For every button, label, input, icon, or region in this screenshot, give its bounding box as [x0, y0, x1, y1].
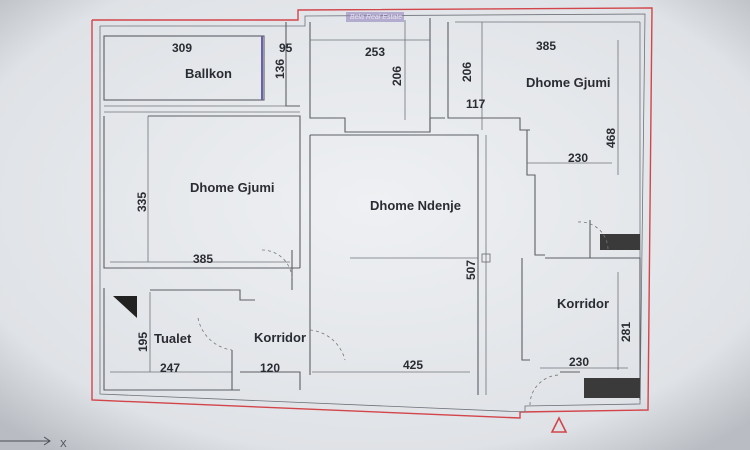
- room-label-ballkon: Ballkon: [185, 66, 232, 81]
- wall-line: [447, 22, 530, 131]
- wall-line: [545, 257, 641, 400]
- dim-small-gap: 95: [279, 41, 293, 55]
- entrance-marker: [550, 416, 568, 433]
- toilet-fixture: [113, 296, 137, 318]
- room-label-bedroom-left: Dhome Gjumi: [190, 180, 275, 195]
- wall-line: [103, 116, 300, 269]
- room-label-bedroom-right: Dhome Gjumi: [526, 75, 611, 90]
- balcony-outline: [103, 35, 265, 101]
- dim-bedroom-right-width: 385: [536, 39, 556, 53]
- room-label-living: Dhome Ndenje: [370, 198, 461, 213]
- wall-line: [521, 258, 530, 361]
- dim-bedroom-right-inner-width: 230: [568, 151, 588, 165]
- watermark-bg: [346, 12, 404, 22]
- dim-bedroom-left-width: 385: [193, 252, 213, 266]
- wall-line: [310, 134, 479, 395]
- door-swing: [529, 374, 561, 406]
- dim-bedroom-right-height: 468: [604, 128, 618, 148]
- door-swing: [197, 317, 233, 351]
- wall-line: [240, 371, 301, 390]
- wall-line: [103, 288, 240, 391]
- dim-corridor-right-height: 281: [619, 322, 633, 342]
- column-marker: [481, 253, 491, 263]
- watermark: Bela Real Estate: [350, 14, 402, 21]
- room-label-corridor-right: Korridor: [557, 296, 609, 311]
- room-label-toilet: Tualet: [154, 331, 192, 346]
- dim-small-height: 136: [273, 59, 287, 79]
- dim-living-height: 507: [464, 260, 478, 280]
- dim-top-right-height: 206: [460, 62, 474, 82]
- dim-corridor-right-width: 230: [569, 355, 589, 369]
- outer-boundary: [91, 7, 653, 419]
- dim-toilet-width: 247: [160, 361, 180, 375]
- axis-label: X: [60, 439, 67, 450]
- wall-line: [285, 22, 300, 107]
- dim-closet-width: 117: [466, 97, 486, 111]
- dim-top-middle-height: 206: [390, 66, 404, 86]
- dim-toilet-height: 195: [136, 332, 150, 352]
- dim-top-middle-width: 253: [365, 45, 385, 59]
- dim-bedroom-left-height: 335: [135, 192, 149, 212]
- door-swing: [309, 329, 346, 361]
- wall-line: [526, 130, 545, 256]
- axis-arrow-icon: [43, 436, 51, 446]
- dim-corridor-left-width: 120: [260, 361, 280, 375]
- outer-wall-inner: [99, 13, 646, 413]
- dim-living-bottom-width: 425: [403, 358, 423, 372]
- dim-ballkon-width: 309: [172, 41, 192, 55]
- wall-line: [150, 289, 255, 301]
- room-label-corridor-left: Korridor: [254, 330, 306, 345]
- wall-line: [148, 115, 301, 268]
- storage-block: [584, 378, 640, 398]
- wardrobe-block: [600, 234, 640, 250]
